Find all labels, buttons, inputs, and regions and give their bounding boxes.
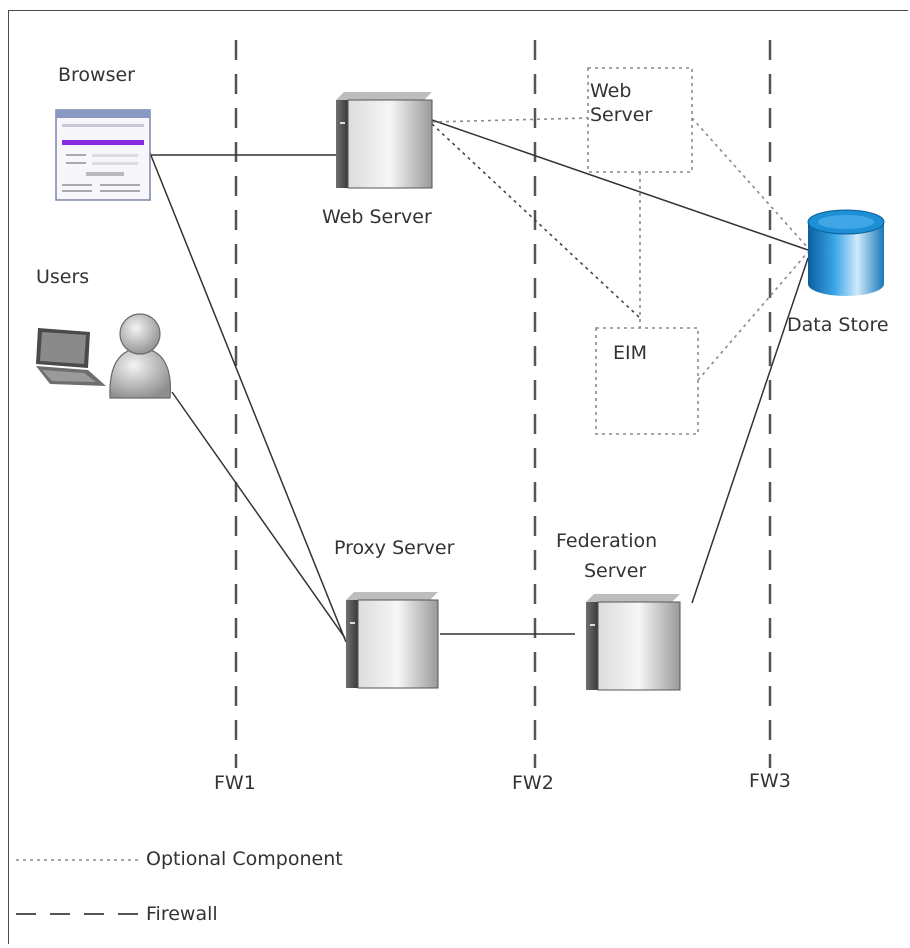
optional-web-server-label-line1: Web [590, 80, 632, 102]
browser-to-proxy-line [149, 152, 347, 643]
fw3-label: FW3 [749, 770, 791, 792]
laptop-icon [36, 328, 106, 386]
user-icon [109, 313, 172, 399]
proxy-server-icon [346, 592, 439, 689]
legend-optional-component-label: Optional Component [146, 848, 343, 870]
eim-box [595, 327, 699, 435]
federation-server-label-line1: Federation [556, 530, 658, 552]
fw1-label: FW1 [214, 772, 256, 794]
web-server-to-optional-web-server-line [431, 117, 589, 123]
optional-web-server-label-line2: Server [590, 104, 653, 126]
legend-firewall-label: Firewall [146, 903, 218, 925]
dotted-connections [16, 117, 809, 861]
firewalls [234, 40, 772, 768]
users-label: Users [36, 266, 90, 288]
eim-to-data-store-line [697, 251, 809, 381]
web-server-to-eim-line [431, 123, 641, 319]
web-server-icon [336, 92, 433, 189]
diagram-frame [8, 10, 908, 944]
web-server-label: Web Server [322, 206, 432, 228]
federation-server-label-line2: Server [584, 560, 647, 582]
eim-label: EIM [613, 342, 648, 364]
database-cylinder-icon [807, 209, 885, 296]
optional-web-server-to-data-store-line [691, 117, 809, 249]
data-store-label: Data Store [787, 314, 889, 336]
user-to-proxy-line [171, 391, 346, 639]
solid-connections [148, 119, 809, 643]
browser-label: Browser [58, 64, 135, 86]
browser-window-icon [55, 109, 151, 201]
web-server-to-data-store-line [431, 119, 809, 251]
federation-server-icon [586, 594, 681, 691]
fw2-label: FW2 [512, 772, 554, 794]
proxy-server-label: Proxy Server [334, 537, 455, 559]
federation-to-data-store-line [691, 257, 809, 604]
